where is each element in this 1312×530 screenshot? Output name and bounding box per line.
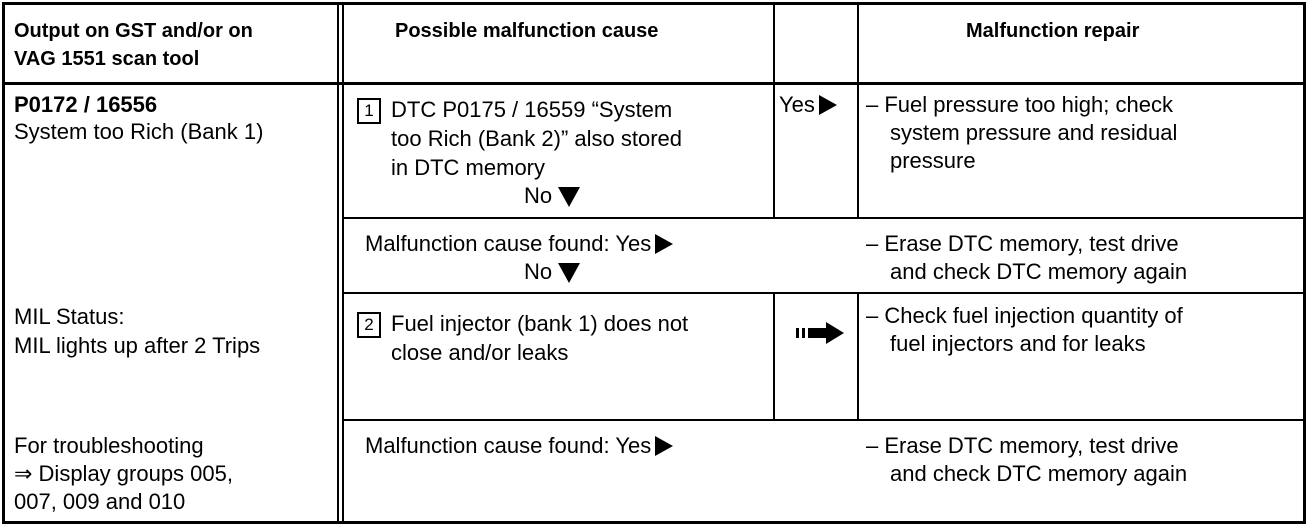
- row1-divider: [342, 217, 1306, 219]
- header-output-line2: VAG 1551 scan tool: [14, 48, 200, 70]
- header-divider: [2, 82, 1306, 85]
- dtc-description: System too Rich (Bank 1): [14, 119, 264, 144]
- right-arrow-icon: [818, 95, 837, 115]
- step1-line2: too Rich (Bank 2)” also stored: [391, 126, 683, 151]
- header-possible-cause: Possible malfunction cause: [395, 20, 659, 42]
- troubleshooting-line1: For troubleshooting: [14, 433, 204, 458]
- step1-yes: Yes: [779, 91, 837, 119]
- found1-no: No: [524, 258, 581, 286]
- repair-found2-line2: and check DTC memory again: [890, 461, 1188, 486]
- step1-text-1: DTC P0175 / 16559 “System: [391, 97, 673, 122]
- found2: Malfunction cause found: Yes: [365, 432, 674, 460]
- step1-line1: 1 DTC P0175 / 16559 “System: [357, 96, 672, 124]
- troubleshooting-line3: 007, 009 and 010: [14, 489, 186, 514]
- step1-line3: in DTC memory: [391, 155, 546, 180]
- repair-found1-line2: and check DTC memory again: [890, 259, 1188, 284]
- proceed-arrow-icon: [796, 322, 844, 344]
- repair1-line1: – Fuel pressure too high; check: [866, 92, 1173, 117]
- troubleshooting-line2: ⇒ Display groups 005,: [14, 461, 233, 486]
- repair-found2-line1: – Erase DTC memory, test drive: [866, 433, 1179, 458]
- col1-divider: [337, 2, 339, 524]
- found1: Malfunction cause found: Yes: [365, 230, 674, 258]
- right-arrow-icon: [655, 436, 674, 456]
- repair2-line1: – Check fuel injection quantity of: [866, 303, 1183, 328]
- table-frame: [2, 2, 1306, 524]
- header-output-line1: Output on GST and/or on: [14, 20, 253, 42]
- col2-divider-mid: [773, 292, 775, 420]
- step1-yes-label: Yes: [779, 92, 815, 117]
- step2-text-1: Fuel injector (bank 1) does not: [391, 311, 689, 336]
- step1-no: No: [524, 182, 581, 210]
- right-arrow-icon: [655, 234, 674, 254]
- row2-divider: [342, 292, 1306, 294]
- col2-divider-top: [773, 2, 775, 218]
- mil-status-title: MIL Status:: [14, 304, 125, 329]
- repair-found1-line1: – Erase DTC memory, test drive: [866, 231, 1179, 256]
- step2-number: 2: [357, 312, 381, 338]
- row3-divider: [342, 419, 1306, 421]
- mil-status-text: MIL lights up after 2 Trips: [14, 333, 261, 358]
- step2-line2: close and/or leaks: [391, 340, 569, 365]
- dtc-code: P0172 / 16556: [14, 92, 158, 117]
- col3-divider-top: [857, 2, 859, 218]
- down-arrow-icon: [558, 187, 581, 207]
- repair1-line3: pressure: [890, 148, 976, 173]
- found2-label: Malfunction cause found: Yes: [365, 433, 652, 458]
- col3-divider-mid: [857, 292, 859, 420]
- down-arrow-icon: [558, 263, 581, 283]
- step1-number: 1: [357, 98, 381, 124]
- step2-line1: 2 Fuel injector (bank 1) does not: [357, 310, 688, 338]
- col1-divider-double: [342, 2, 344, 524]
- repair2-line2: fuel injectors and for leaks: [890, 331, 1146, 356]
- found1-no-label: No: [524, 259, 553, 284]
- found1-label: Malfunction cause found: Yes: [365, 231, 652, 256]
- repair1-line2: system pressure and residual: [890, 120, 1178, 145]
- step1-no-label: No: [524, 183, 553, 208]
- header-malfunction-repair: Malfunction repair: [966, 20, 1140, 42]
